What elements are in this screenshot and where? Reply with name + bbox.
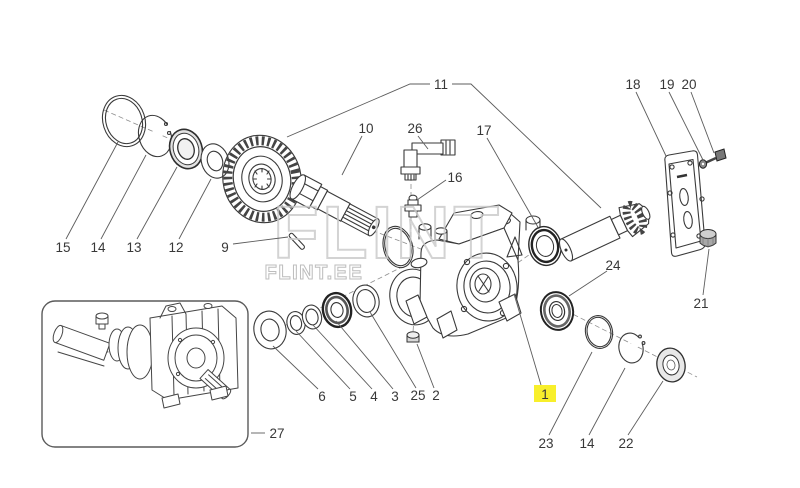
callout-3[interactable]: 3 xyxy=(391,389,399,404)
callout-leader-9 xyxy=(232,236,289,245)
bevel-gear xyxy=(222,134,302,224)
callout-leader-19 xyxy=(668,91,704,161)
callout-27[interactable]: 27 xyxy=(269,426,284,441)
callout-leader-18 xyxy=(635,91,667,157)
callout-12[interactable]: 12 xyxy=(168,240,183,255)
bearing-24 xyxy=(539,291,575,331)
callout-14-left[interactable]: 14 xyxy=(90,240,106,255)
callout-highlight-1 xyxy=(534,385,556,402)
callout-leader-17 xyxy=(486,137,540,230)
callout-22[interactable]: 22 xyxy=(618,436,633,451)
washer-4 xyxy=(301,304,323,330)
callout-25[interactable]: 25 xyxy=(410,388,425,403)
pinion-shaft xyxy=(558,200,651,262)
collar-6 xyxy=(253,310,287,350)
assembled-view-inset xyxy=(41,300,249,448)
callout-11[interactable]: 11 xyxy=(434,77,448,92)
callout-24[interactable]: 24 xyxy=(605,258,621,273)
callout-16[interactable]: 16 xyxy=(447,170,462,185)
callout-leader-4 xyxy=(312,324,373,390)
callout-leader-25 xyxy=(369,311,417,389)
callout-leader-14-left xyxy=(100,154,147,240)
callout-leader-24 xyxy=(568,270,608,297)
callout-15[interactable]: 15 xyxy=(55,240,70,255)
callout-2[interactable]: 2 xyxy=(432,388,440,403)
callout-14-right[interactable]: 14 xyxy=(579,436,595,451)
callout-leader-6 xyxy=(272,345,319,390)
callout-leader-26 xyxy=(417,135,429,150)
callout-leader-22 xyxy=(627,380,664,436)
gearbox-housing xyxy=(389,204,541,339)
callout-leader-11 xyxy=(286,83,430,138)
watermark-small: FLINT.EE xyxy=(265,262,364,284)
callout-leader-14-right xyxy=(588,367,626,436)
callout-18[interactable]: 18 xyxy=(625,77,640,92)
callout-leader-10 xyxy=(341,135,363,176)
callout-20[interactable]: 20 xyxy=(681,77,696,92)
callout-leader-12 xyxy=(178,178,212,240)
cover-plate-18 xyxy=(664,150,706,257)
o-ring-23 xyxy=(584,315,614,349)
callout-6[interactable]: 6 xyxy=(318,389,326,404)
shaft-key xyxy=(288,232,305,250)
callout-leader-16 xyxy=(416,179,447,201)
callout-10[interactable]: 10 xyxy=(358,121,373,136)
callout-17[interactable]: 17 xyxy=(476,123,491,138)
callout-leader-2 xyxy=(416,343,435,389)
watermark-large: FLINT xyxy=(273,191,503,274)
seal-17 xyxy=(528,225,562,267)
washer-12 xyxy=(200,143,230,179)
callout-21[interactable]: 21 xyxy=(693,296,708,311)
callout-leader-21 xyxy=(702,248,710,296)
callout-leader-15 xyxy=(65,141,119,240)
callout-leader-5 xyxy=(295,330,351,390)
grease-nipple-fitting xyxy=(404,194,422,218)
callout-4[interactable]: 4 xyxy=(370,389,378,404)
callout-leader-20 xyxy=(690,91,715,154)
callout-13[interactable]: 13 xyxy=(126,240,141,255)
callout-leader-3 xyxy=(335,320,394,390)
circlip-right xyxy=(618,332,649,364)
snap-ring-15 xyxy=(101,94,147,148)
bearing-3 xyxy=(321,291,353,329)
o-ring-input xyxy=(382,225,414,269)
washer-19 xyxy=(698,159,708,169)
race-25 xyxy=(352,284,380,318)
callout-19[interactable]: 19 xyxy=(659,77,674,92)
callout-23[interactable]: 23 xyxy=(538,436,553,451)
bolt-20 xyxy=(704,148,727,165)
callout-26[interactable]: 26 xyxy=(407,121,422,136)
plug-2 xyxy=(406,331,420,343)
input-shaft xyxy=(289,174,380,237)
callout-9[interactable]: 9 xyxy=(221,240,229,255)
callout-leader-1 xyxy=(513,293,542,386)
callout-1[interactable]: 1 xyxy=(541,387,549,402)
callout-leader-11 xyxy=(452,83,602,209)
circlip-14 xyxy=(137,114,174,158)
callout-5[interactable]: 5 xyxy=(349,389,357,404)
plug-21 xyxy=(699,229,717,248)
cap-22 xyxy=(656,347,686,383)
callout-leader-13 xyxy=(136,166,178,240)
bearing-13 xyxy=(168,128,204,170)
callout-leader-23 xyxy=(548,351,593,436)
